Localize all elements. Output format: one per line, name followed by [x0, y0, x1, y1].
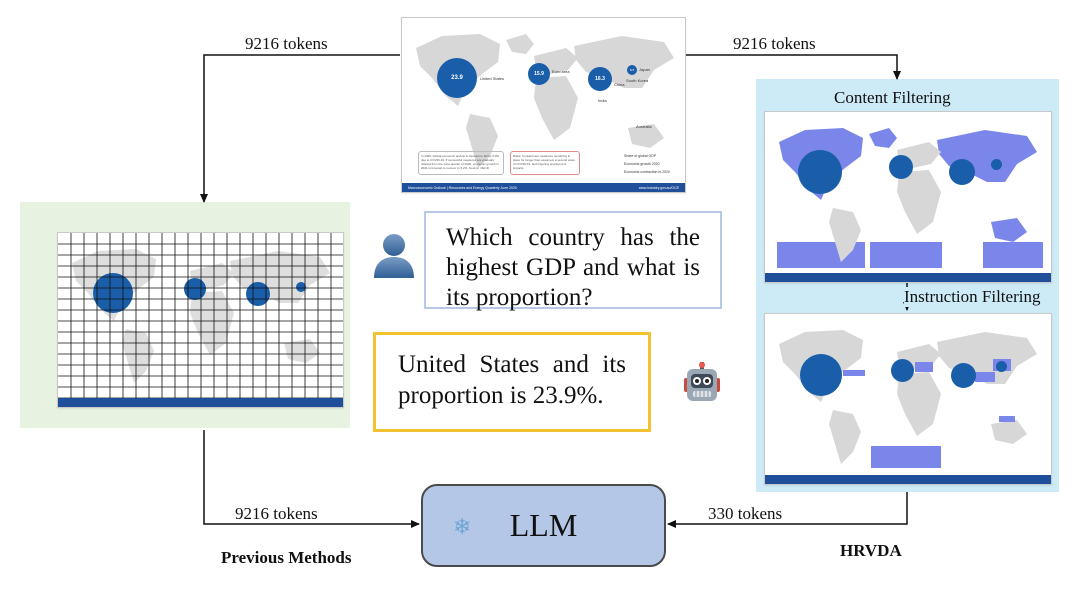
- arrow-top-right: [685, 54, 901, 80]
- infographic-grid: [57, 232, 344, 408]
- legend-item-2: Economic contraction in 2020: [624, 170, 670, 174]
- cf-bubble-3: [991, 159, 1002, 170]
- bubble-label-2: China: [614, 82, 625, 87]
- answer-box: United States and its proportion is 23.9…: [373, 332, 651, 432]
- world-map-highlighted: [777, 128, 1043, 268]
- if-bubble-2: [951, 363, 976, 388]
- patch-grid: [58, 233, 343, 407]
- bubble-2: 16.3: [588, 67, 612, 91]
- grid-bubble-3: [296, 282, 306, 292]
- cf-bubble-2: [949, 159, 975, 185]
- cf-bubble-1: [889, 155, 913, 179]
- bubble-0: 23.9: [437, 58, 477, 98]
- infographic-instruction-filtered: [764, 313, 1052, 485]
- tokens-label-bottom-right: 330 tokens: [708, 504, 783, 523]
- bubble-label-3: Japan: [639, 67, 650, 72]
- robot-icon: [684, 362, 720, 401]
- question-box: Which country has the highest GDP and wh…: [424, 211, 722, 311]
- cf-infographic-footer: [765, 273, 1051, 282]
- grid-bubble-0: [93, 273, 133, 313]
- bubble-1: 15.9: [528, 63, 550, 85]
- legend-item-0: Share of global GDP: [624, 154, 657, 158]
- tokens-label-top-right: 9216 tokens: [733, 34, 816, 53]
- small-label-south-korea: South Korea: [626, 78, 649, 83]
- grid-infographic-footer: [58, 398, 343, 407]
- small-label-australia: Australia: [636, 124, 652, 129]
- if-infographic-footer: [765, 475, 1051, 484]
- user-icon: [374, 234, 414, 278]
- legend: Share of global GDP Economic growth 2020…: [624, 152, 670, 176]
- tokens-label-bottom-left: 9216 tokens: [235, 504, 318, 523]
- llm-label: LLM: [509, 507, 578, 543]
- note-right: Risks: Containment measures remaining in…: [510, 151, 580, 175]
- bubble-3: 5.7: [627, 65, 637, 75]
- hrvda-label: HRVDA: [840, 541, 902, 560]
- world-map-plain: [779, 330, 1037, 468]
- infographic-footer: Macroeconomic Outlook | Resources and En…: [402, 183, 685, 192]
- legend-item-1: Economic growth 2020: [624, 162, 660, 166]
- arrow-bottom-right: [667, 492, 908, 528]
- previous-methods-label: Previous Methods: [221, 548, 352, 567]
- tokens-label-top-left: 9216 tokens: [245, 34, 328, 53]
- footer-left-text: Macroeconomic Outlook | Resources and En…: [408, 185, 517, 190]
- snowflake-icon: ❄: [453, 514, 472, 539]
- llm-box: ❄ LLM: [421, 484, 666, 567]
- arrow-top-left: [200, 54, 400, 203]
- arrow-bottom-left: [203, 430, 420, 528]
- note-left: In 2020, Global economic activity is for…: [418, 151, 504, 175]
- if-bubble-0: [800, 354, 842, 396]
- footer-right-text: www.industry.gov.au/OCE: [638, 185, 679, 190]
- small-label-india: India: [598, 98, 607, 103]
- if-bubble-1: [891, 359, 914, 382]
- infographic-original: 23.9 United States 15.9 Euro area 16.3 C…: [401, 17, 686, 193]
- infographic-content-filtered: [764, 111, 1052, 283]
- content-filtering-label: Content Filtering: [834, 88, 951, 107]
- bubble-label-1: Euro area: [552, 69, 570, 74]
- bubble-label-0: United States: [480, 76, 505, 81]
- if-bubble-3: [996, 361, 1007, 372]
- cf-bubble-0: [798, 150, 842, 194]
- grid-bubble-1: [184, 278, 206, 300]
- instruction-filtering-label: Instruction Filtering: [904, 287, 1041, 307]
